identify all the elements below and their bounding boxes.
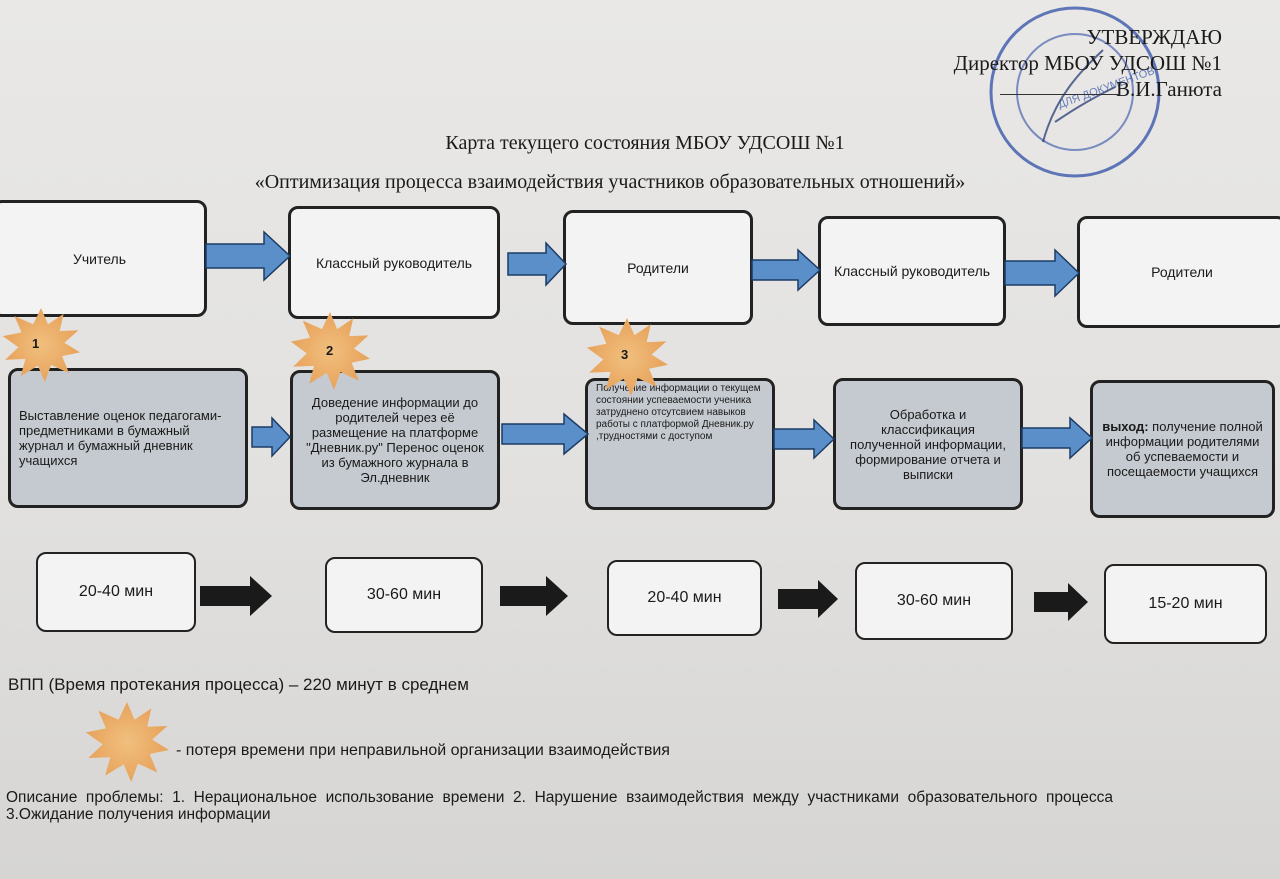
- approval-line-3: В.И.Ганюта: [1115, 77, 1222, 101]
- flow-arrow: [751, 248, 822, 292]
- time-arrow: [778, 580, 838, 618]
- problem-description-line-1: Описание проблемы: 1. Нерациональное исп…: [6, 789, 1114, 806]
- flow-arrow: [501, 412, 590, 456]
- flow-arrow: [1021, 416, 1094, 460]
- actor-label: Классный руководитель: [833, 263, 991, 279]
- time-arrow: [1034, 583, 1088, 621]
- flow-arrow: [1004, 248, 1081, 298]
- actor-label: Классный руководитель: [315, 254, 473, 271]
- step-box-4: Обработка и классификация полученной инф…: [833, 378, 1023, 510]
- actor-label: Учитель: [72, 250, 127, 267]
- time-label: 20-40 мин: [78, 583, 154, 600]
- step-box-3: Получение информации о текущем состоянии…: [585, 378, 775, 510]
- actor-box-teacher: Учитель: [0, 200, 207, 317]
- problem-description-line-2: 3.Ожидание получения информации: [6, 806, 271, 823]
- time-box-5: 15-20 мин: [1104, 564, 1267, 644]
- actor-box-parents: Родители: [563, 210, 753, 325]
- signature-line: [1000, 94, 1120, 95]
- flow-arrow: [251, 416, 292, 458]
- time-box-3: 20-40 мин: [607, 560, 762, 636]
- step-text: Получение информации о текущем состоянии…: [596, 383, 761, 442]
- step-text: Обработка и классификация полученной инф…: [850, 406, 1006, 482]
- time-arrow: [500, 576, 568, 616]
- burst-number-3: 3: [621, 347, 629, 362]
- flow-arrow: [773, 418, 836, 460]
- time-box-4: 30-60 мин: [855, 562, 1013, 640]
- legend-burst-icon: [85, 702, 169, 782]
- time-label: 15-20 мин: [1148, 595, 1223, 612]
- output-label: выход:: [1102, 419, 1149, 434]
- actor-box-class-teacher-2: Классный руководитель: [818, 216, 1006, 326]
- step-text: Доведение информации до родителей через …: [306, 395, 484, 485]
- step-text: выход: получение полной информации родит…: [1101, 419, 1264, 479]
- time-box-1: 20-40 мин: [36, 552, 196, 632]
- time-box-2: 30-60 мин: [325, 557, 483, 633]
- step-box-1: Выставление оценок педагогами-предметник…: [8, 368, 248, 508]
- approval-block: УТВЕРЖДАЮ Директор МБОУ УДСОШ №1 В.И.Ган…: [954, 24, 1222, 102]
- output-text: получение полной информации родителями о…: [1105, 419, 1263, 479]
- time-label: 30-60 мин: [366, 586, 442, 603]
- actor-box-class-teacher: Классный руководитель: [288, 206, 500, 319]
- approval-line-1: УТВЕРЖДАЮ: [1086, 25, 1222, 49]
- step-box-5-output: выход: получение полной информации родит…: [1090, 380, 1275, 518]
- burst-number-2: 2: [326, 343, 334, 358]
- approval-line-2: Директор МБОУ УДСОШ №1: [953, 51, 1222, 75]
- flow-arrow: [507, 241, 568, 287]
- time-arrow: [200, 576, 272, 616]
- actor-label: Родители: [1151, 264, 1213, 280]
- official-stamp: ДЛЯ ДОКУМЕНТОВ: [989, 6, 1161, 178]
- burst-number-1: 1: [32, 336, 40, 351]
- page-subtitle: «Оптимизация процесса взаимодействия уча…: [254, 171, 966, 193]
- time-label: 30-60 мин: [896, 592, 972, 609]
- legend-text: - потеря времени при неправильной органи…: [176, 742, 670, 759]
- actor-label: Родители: [627, 259, 689, 276]
- page-title: Карта текущего состояния МБОУ УДСОШ №1: [445, 132, 845, 154]
- step-box-2: Доведение информации до родителей через …: [290, 370, 500, 510]
- actor-box-parents-2: Родители: [1077, 216, 1280, 328]
- flow-arrow: [205, 230, 292, 282]
- step-text: Выставление оценок педагогами-предметник…: [19, 408, 222, 468]
- time-label: 20-40 мин: [647, 589, 722, 606]
- process-time-summary: ВПП (Время протекания процесса) – 220 ми…: [8, 675, 469, 694]
